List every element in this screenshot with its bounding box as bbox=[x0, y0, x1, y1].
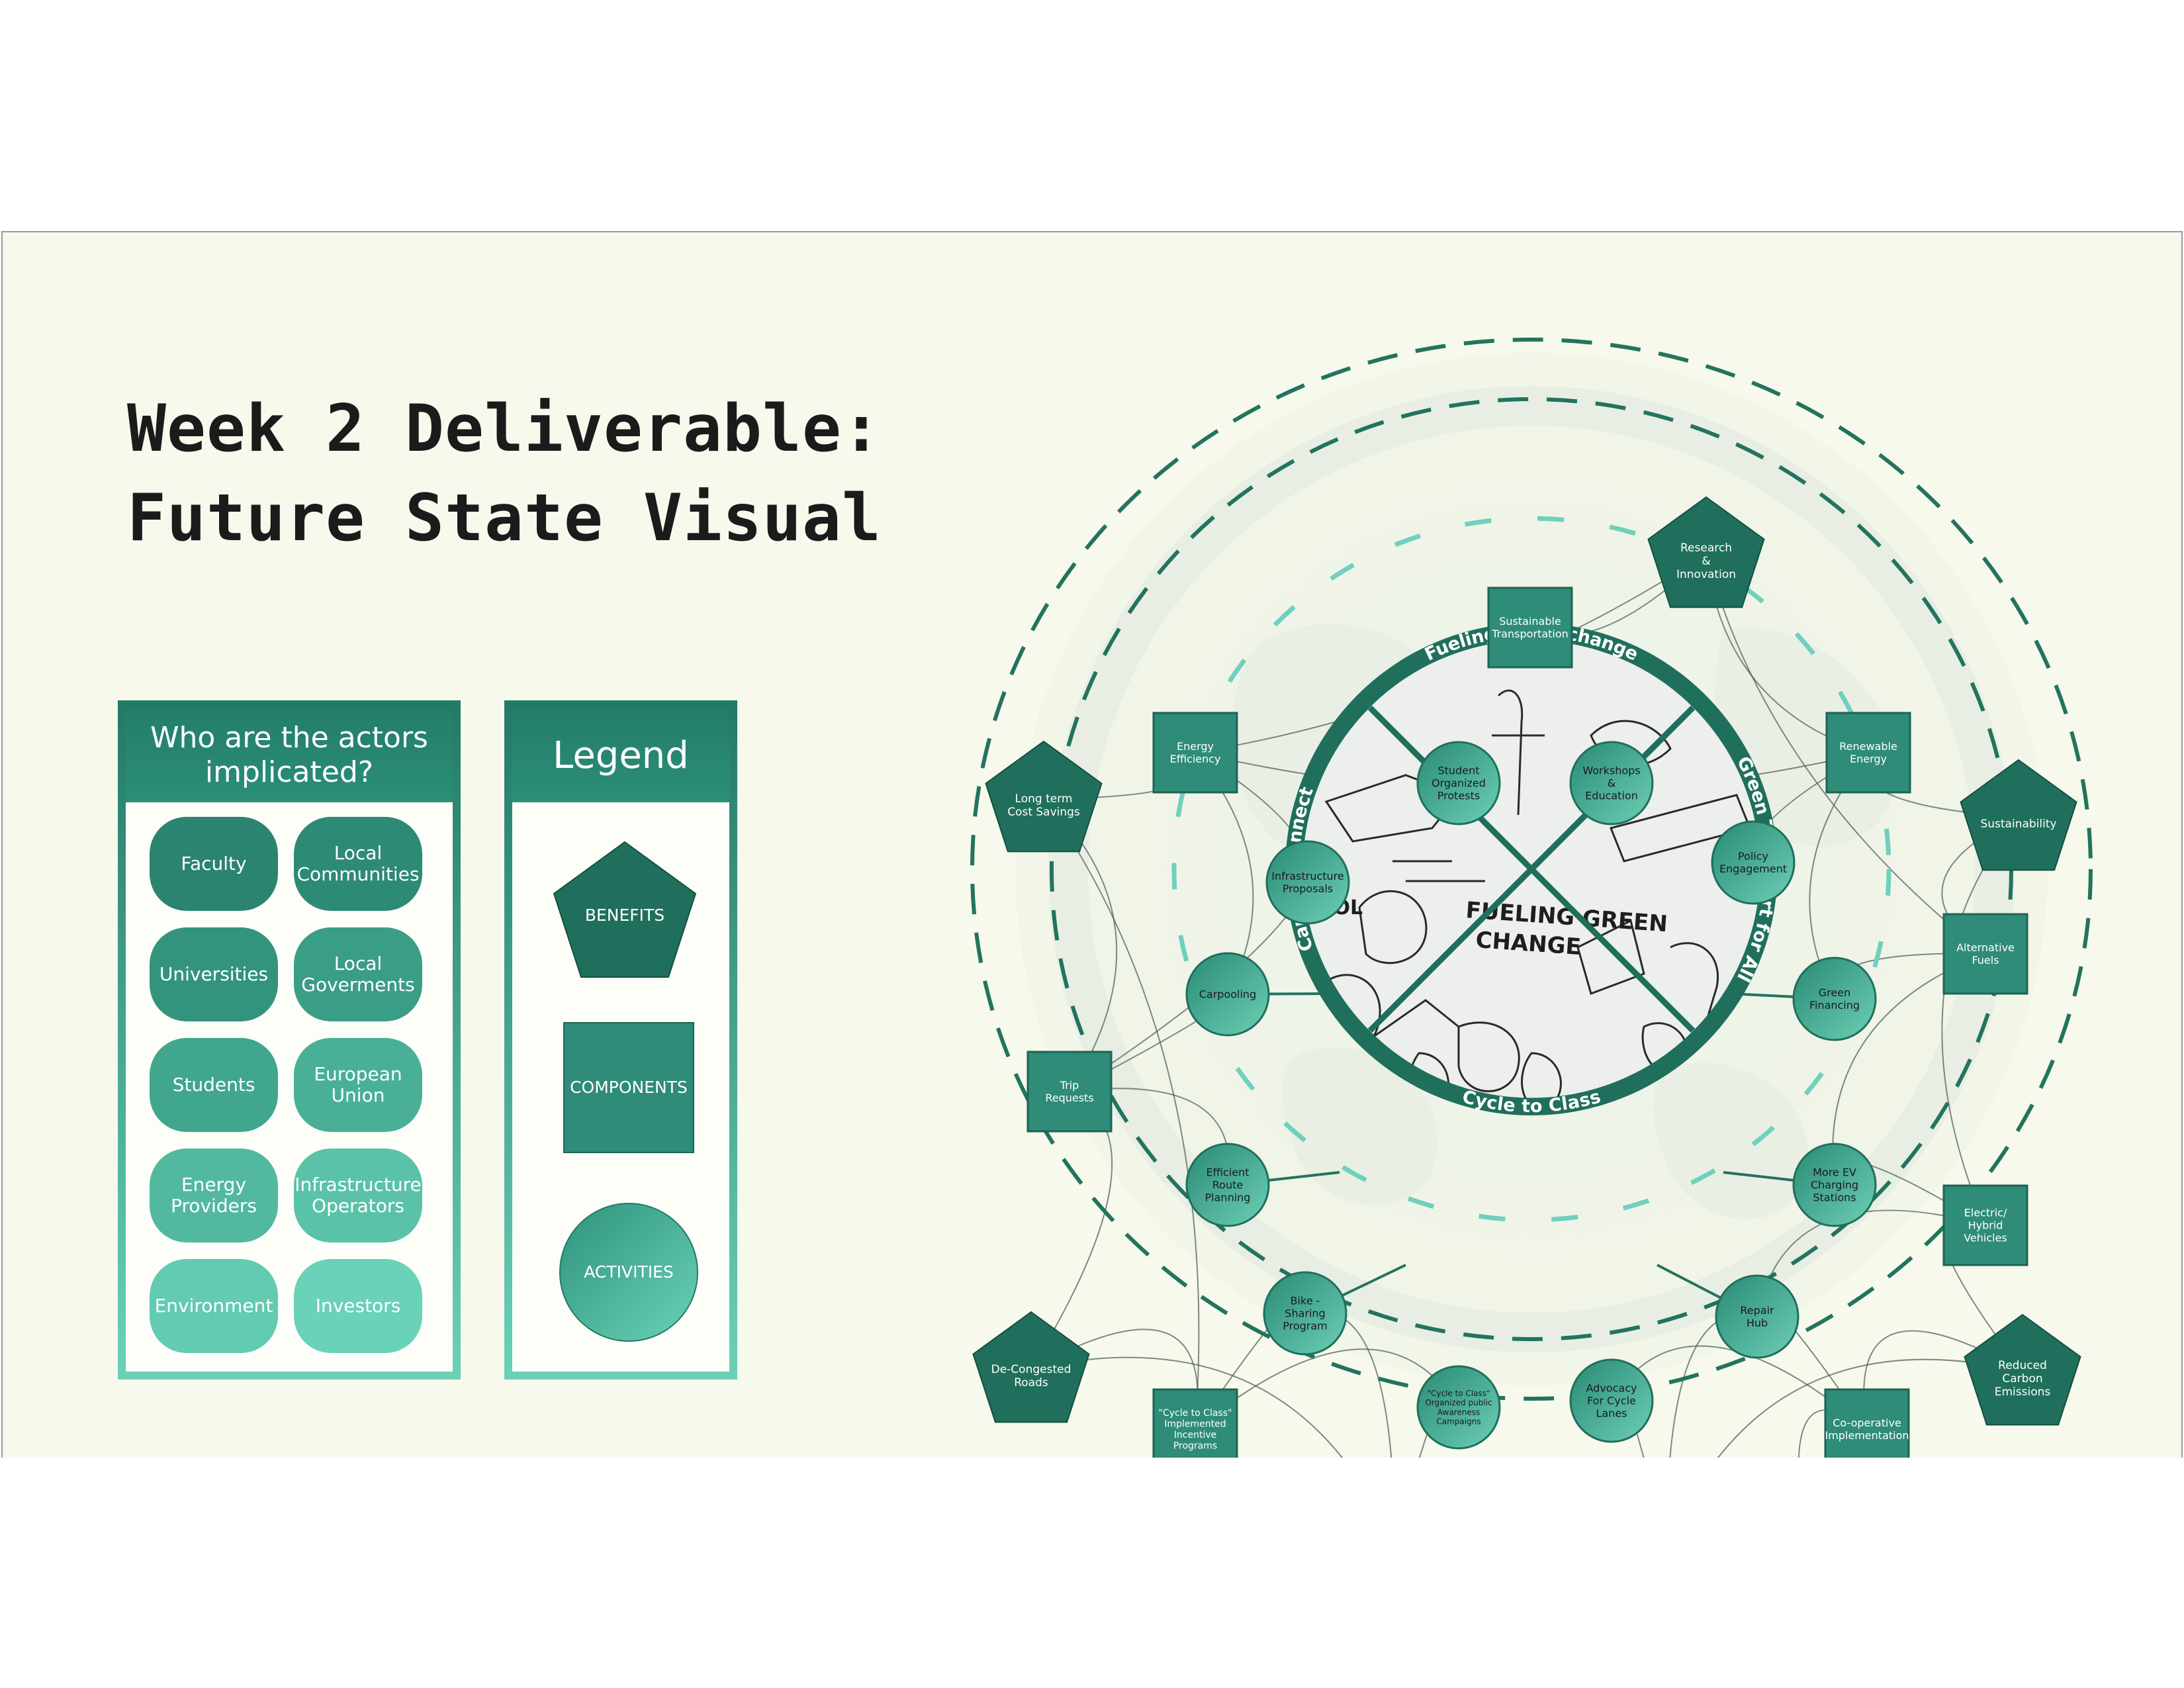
legend-heading: Legend bbox=[512, 708, 729, 802]
actor-chip: Faculty bbox=[150, 817, 278, 911]
center-wheel: FUELING GREENCHANGEOOLFueling green chan… bbox=[1283, 620, 1780, 1116]
legend-panel: Legend BENEFITS COMPONENTS ACTIVITIES bbox=[504, 700, 737, 1380]
actor-chip: Universities bbox=[150, 927, 278, 1021]
legend-activities: ACTIVITIES bbox=[558, 1201, 700, 1343]
actor-chip: Environment bbox=[150, 1259, 278, 1353]
legend-benefits-label: BENEFITS bbox=[584, 906, 665, 925]
actor-chip: Infrastructure Operators bbox=[294, 1149, 422, 1243]
benefit-node: Sustainability bbox=[1960, 759, 2077, 871]
actor-chip: Local Communities bbox=[294, 817, 422, 911]
legend-activities-label: ACTIVITIES bbox=[584, 1262, 674, 1282]
title-line-2: Future State Visual bbox=[127, 481, 882, 556]
title-line-1: Week 2 Deliverable: bbox=[127, 391, 882, 467]
activity-node: Carpooling bbox=[1185, 952, 1270, 1037]
actors-panel-heading: Who are the actors implicated? bbox=[126, 708, 453, 802]
benefit-node: Research&Innovation bbox=[1647, 496, 1765, 608]
pentagon-icon bbox=[553, 841, 697, 978]
actor-chip: Energy Providers bbox=[150, 1149, 278, 1243]
actor-chip: Students bbox=[150, 1038, 278, 1132]
square-icon bbox=[563, 1022, 694, 1153]
actor-chip: European Union bbox=[294, 1038, 422, 1132]
slide: Week 2 Deliverable: Future State Visual … bbox=[1, 231, 2183, 1458]
legend-components-label: COMPONENTS bbox=[570, 1078, 688, 1097]
actor-chip: Local Goverments bbox=[294, 927, 422, 1021]
activity-label: Carpooling bbox=[1199, 988, 1256, 1001]
legend-benefits: BENEFITS bbox=[553, 841, 697, 980]
circle-icon bbox=[559, 1203, 698, 1342]
benefit-label: Sustainability bbox=[1980, 818, 2056, 831]
future-state-diagram: FUELING GREENCHANGEOOLFueling green chan… bbox=[970, 338, 2093, 1458]
activity-label: Workshops&Education bbox=[1582, 765, 1640, 802]
activity-node: Workshops&Education bbox=[1569, 741, 1654, 825]
actor-chip: Investors bbox=[294, 1259, 422, 1353]
legend-components: COMPONENTS bbox=[563, 1022, 694, 1153]
benefit-label: Research&Innovation bbox=[1676, 541, 1736, 581]
